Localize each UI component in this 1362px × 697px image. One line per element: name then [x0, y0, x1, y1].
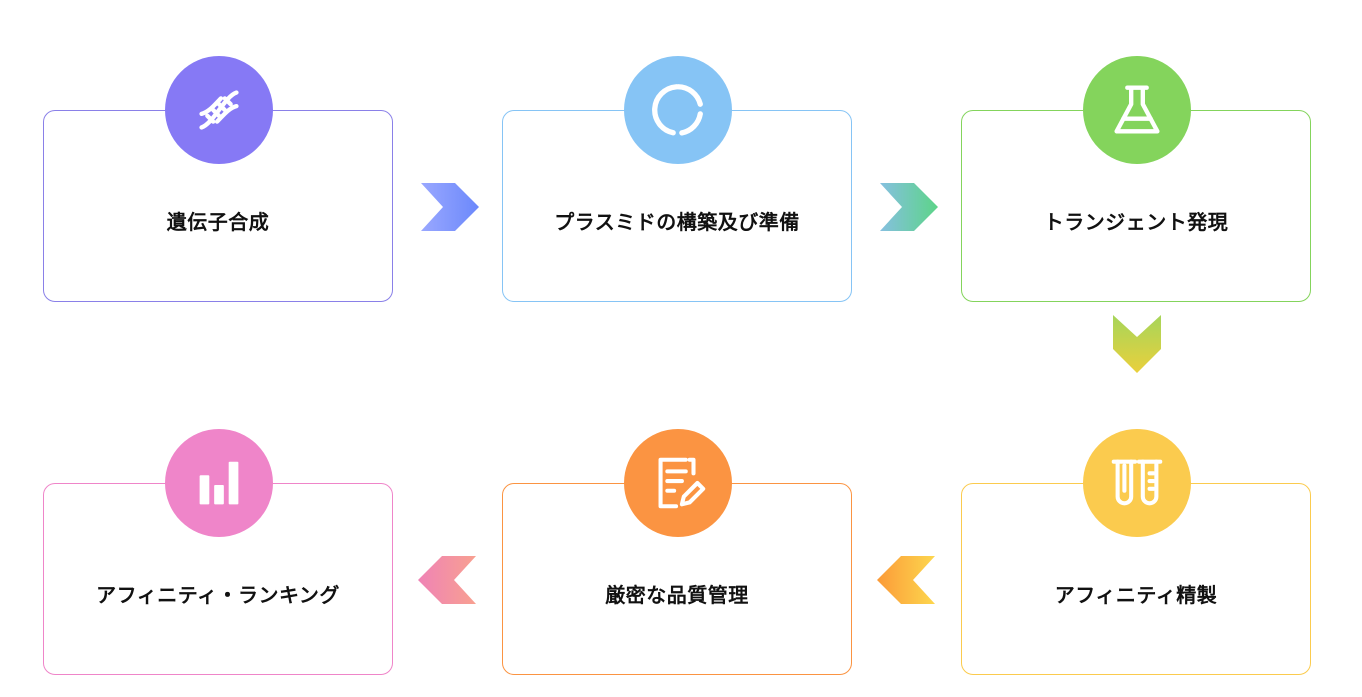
step-badge	[1083, 429, 1191, 537]
step-label: 厳密な品質管理	[605, 583, 749, 607]
step-badge	[624, 56, 732, 164]
step-badge	[624, 429, 732, 537]
step-badge	[1083, 56, 1191, 164]
arrow-left-1	[877, 556, 935, 604]
step-label: プラスミドの構築及び準備	[554, 210, 800, 234]
arrow-right-2	[880, 183, 938, 231]
step-label: 遺伝子合成	[166, 210, 270, 234]
arrow-down	[1113, 315, 1161, 373]
step-label: トランジェント発現	[1043, 210, 1229, 234]
dna-icon	[199, 90, 239, 130]
bar-chart-icon	[199, 461, 239, 505]
ring-icon	[652, 84, 703, 136]
flask-icon	[1114, 85, 1160, 134]
step-badge	[165, 56, 273, 164]
step-badge	[165, 429, 273, 537]
test-tubes-icon	[1111, 459, 1163, 506]
document-edit-icon	[658, 457, 706, 509]
step-label: アフィニティ精製	[1054, 583, 1218, 607]
arrow-left-2	[418, 556, 476, 604]
arrow-right-1	[421, 183, 479, 231]
step-label: アフィニティ・ランキング	[96, 583, 340, 607]
